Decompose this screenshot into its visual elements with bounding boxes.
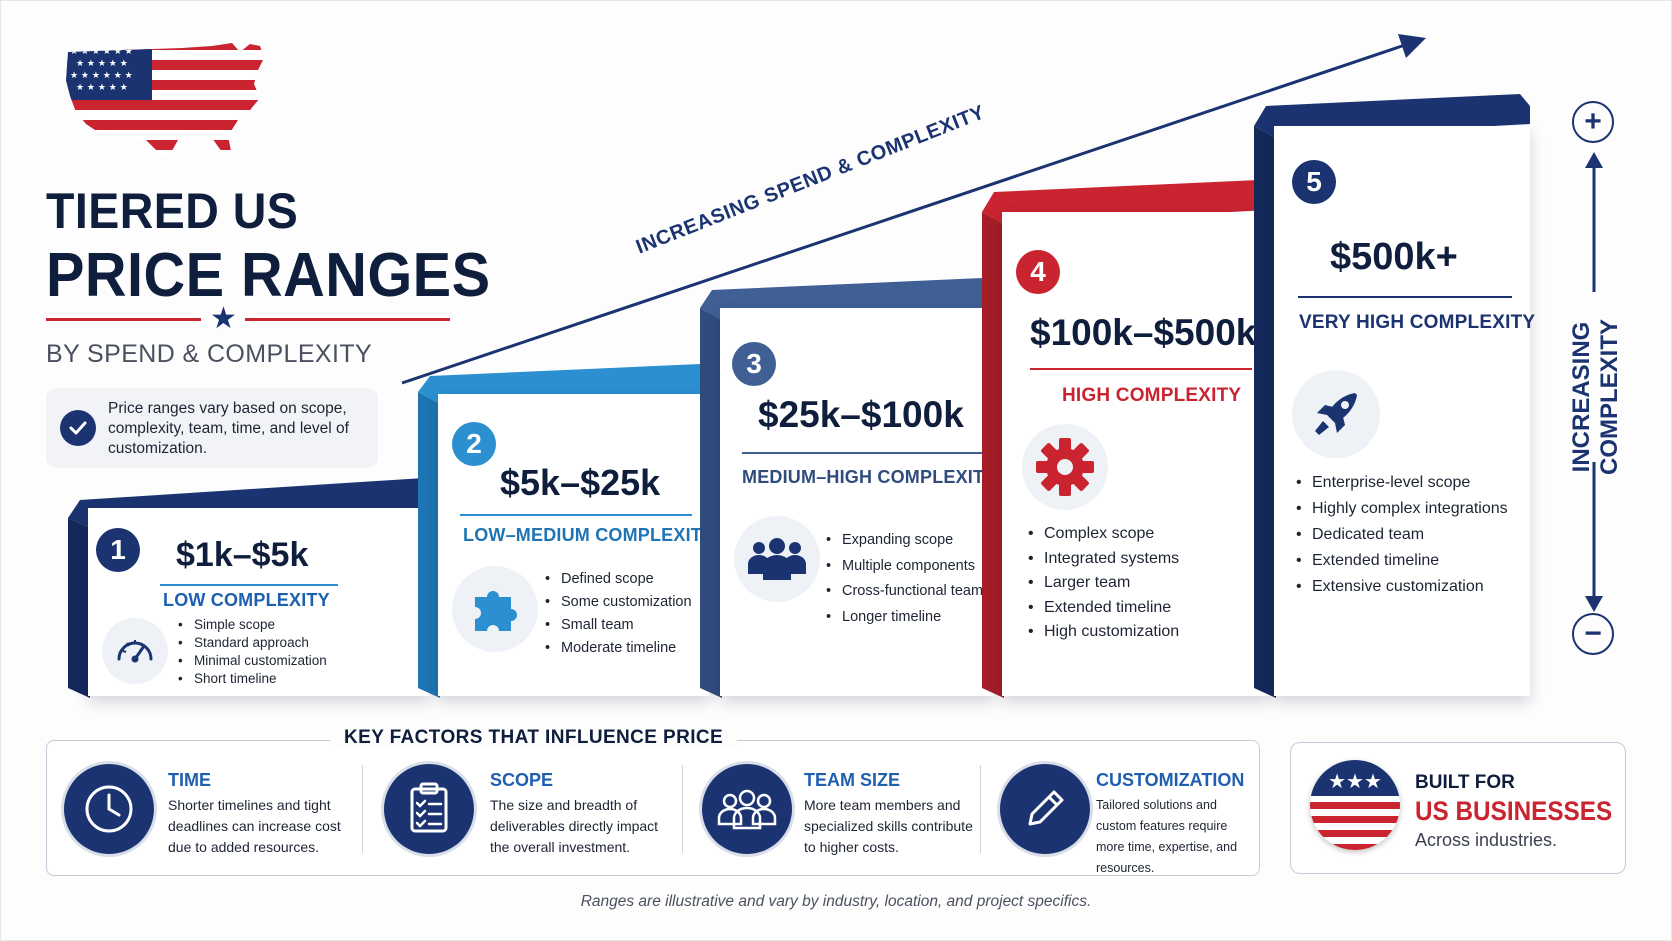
- built-for-line-3: Across industries.: [1415, 830, 1558, 850]
- svg-text:★ ★ ★ ★ ★ ★: ★ ★ ★ ★ ★ ★: [70, 71, 133, 81]
- tier-2-rule: [460, 514, 692, 516]
- title-line-1: TIERED US: [46, 183, 299, 239]
- list-item: High customization: [1028, 620, 1179, 645]
- tier-5-number: 5: [1292, 160, 1336, 204]
- tier-2-price: $5k–$25k: [500, 462, 661, 503]
- list-item: Dedicated team: [1296, 524, 1512, 545]
- factor-desc-team-size: More team members and specialized skills…: [804, 797, 973, 855]
- factor-title-time: TIME: [168, 770, 211, 790]
- checkmark-icon: [60, 410, 96, 446]
- footnote: Ranges are illustrative and vary by indu…: [580, 893, 1092, 910]
- star-icon: ★: [210, 302, 237, 335]
- tier-1-bullets: Simple scope Standard approach Minimal c…: [178, 616, 327, 688]
- tier-4-number: 4: [1016, 250, 1060, 294]
- tier-3-number: 3: [732, 342, 776, 386]
- pencil-icon: [1000, 764, 1090, 854]
- list-item: Simple scope: [178, 616, 327, 634]
- list-item: Complex scope: [1028, 522, 1179, 547]
- list-item: Defined scope: [545, 568, 692, 591]
- list-item: Small team: [545, 614, 692, 637]
- tier-3-rule: [742, 452, 982, 454]
- list-item: Extensive customization: [1296, 576, 1512, 597]
- list-item: Extended timeline: [1028, 596, 1179, 621]
- list-item: Multiple components: [826, 554, 983, 580]
- tier-4-price: $100k–$500k: [1030, 312, 1257, 353]
- subtitle: BY SPEND & COMPLEXITY: [46, 340, 373, 368]
- key-factors-title: KEY FACTORS THAT INFLUENCE PRICE: [330, 727, 738, 749]
- tier-1-number: 1: [96, 528, 140, 572]
- tier-2-number: 2: [452, 422, 496, 466]
- tier-5-rule: [1298, 296, 1512, 298]
- axis-label-line-2: COMPLEXITY: [1596, 318, 1623, 475]
- list-item: Integrated systems: [1028, 547, 1179, 572]
- built-for-line-2: US BUSINESSES: [1415, 796, 1613, 826]
- tier-1-price: $1k–$5k: [176, 536, 309, 574]
- factor-divider: [682, 765, 683, 853]
- tier-2-complexity: LOW–MEDIUM COMPLEXITY: [463, 525, 715, 545]
- clock-icon: [64, 764, 154, 854]
- checklist-icon: [384, 764, 474, 854]
- gear-icon: [1022, 424, 1108, 510]
- tier-4-complexity: HIGH COMPLEXITY: [1062, 385, 1242, 406]
- tier-1-rule: [160, 584, 338, 586]
- axis-label-line-1: INCREASING: [1568, 321, 1595, 473]
- people-icon: [702, 764, 792, 854]
- rocket-icon: [1292, 370, 1380, 458]
- tier-2-bullets: Defined scope Some customization Small t…: [545, 568, 692, 660]
- list-item: Longer timeline: [826, 605, 983, 631]
- list-item: Short timeline: [178, 670, 327, 688]
- page-title: PRICE RANGES: [46, 241, 491, 310]
- factor-title-team-size: TEAM SIZE: [804, 770, 901, 790]
- tier-4-rule: [1030, 368, 1252, 370]
- speedometer-icon: [102, 618, 168, 684]
- complexity-axis-arrow: [1585, 152, 1603, 612]
- list-item: Highly complex integrations: [1296, 498, 1512, 519]
- factor-title-scope: SCOPE: [490, 770, 554, 790]
- list-item: Cross-functional team: [826, 579, 983, 605]
- tier-3-complexity: MEDIUM–HIGH COMPLEXITY: [742, 467, 997, 487]
- list-item: Expanding scope: [826, 528, 983, 554]
- list-item: Some customization: [545, 591, 692, 614]
- tier-5-bullets: Enterprise-level scope Highly complex in…: [1296, 472, 1512, 597]
- list-item: Minimal customization: [178, 652, 327, 670]
- plus-icon: +: [1572, 101, 1614, 143]
- svg-text:★ ★ ★ ★ ★ ★: ★ ★ ★ ★ ★ ★: [70, 47, 133, 57]
- title-divider-left: [46, 318, 201, 321]
- factor-desc-customization: Tailored solutions and custom features r…: [1096, 798, 1238, 875]
- note-box: Price ranges vary based on scope, comple…: [46, 388, 378, 468]
- tier-3-price: $25k–$100k: [758, 394, 964, 435]
- factor-desc-time: Shorter timelines and tight deadlines ca…: [168, 797, 341, 855]
- built-for-line-1: BUILT FOR: [1415, 772, 1515, 793]
- svg-text:★ ★ ★ ★ ★: ★ ★ ★ ★ ★: [76, 59, 128, 69]
- tier-5-price: $500k+: [1330, 236, 1458, 278]
- factor-title-customization: CUSTOMIZATION: [1096, 770, 1245, 790]
- list-item: Extended timeline: [1296, 550, 1512, 571]
- tier-1-complexity: LOW COMPLEXITY: [163, 590, 330, 610]
- puzzle-icon: [452, 566, 538, 652]
- tier-3-bullets: Expanding scope Multiple components Cros…: [826, 528, 983, 630]
- us-flag-map-icon: ★ ★ ★ ★ ★ ★ ★ ★ ★ ★ ★ ★ ★ ★ ★ ★ ★ ★ ★ ★ …: [66, 43, 264, 158]
- list-item: Standard approach: [178, 634, 327, 652]
- team-icon: [734, 516, 820, 602]
- title-divider-right: [245, 318, 450, 321]
- list-item: Moderate timeline: [545, 637, 692, 660]
- factor-desc-scope: The size and breadth of deliverables dir…: [490, 797, 659, 855]
- factor-divider: [980, 765, 981, 853]
- svg-text:★ ★ ★ ★ ★: ★ ★ ★ ★ ★: [76, 83, 128, 93]
- svg-text:★★★: ★★★: [1328, 769, 1382, 793]
- note-text: Price ranges vary based on scope, comple…: [108, 400, 349, 457]
- minus-icon: −: [1572, 613, 1614, 655]
- tier-4-bullets: Complex scope Integrated systems Larger …: [1028, 522, 1179, 645]
- complexity-axis-label: INCREASING COMPLEXITY: [1568, 319, 1624, 475]
- tier-5-complexity: VERY HIGH COMPLEXITY: [1299, 312, 1536, 333]
- factor-divider: [362, 765, 363, 853]
- us-flag-badge-icon: ★★★: [1310, 760, 1400, 850]
- list-item: Larger team: [1028, 571, 1179, 596]
- list-item: Enterprise-level scope: [1296, 472, 1512, 493]
